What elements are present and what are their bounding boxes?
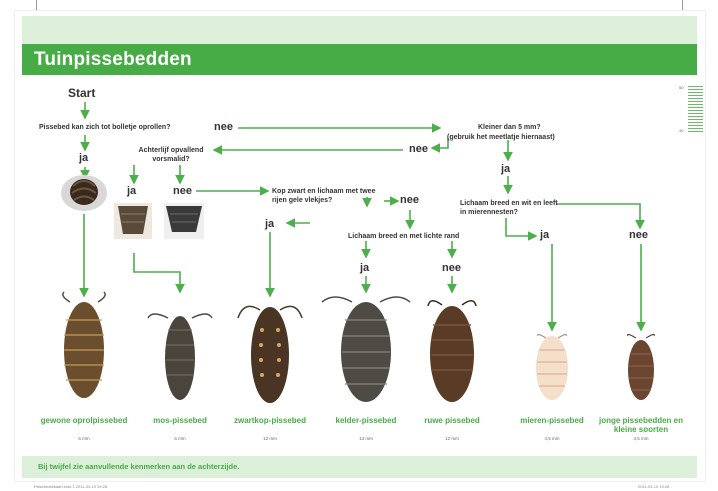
species-name-mieren: mieren-pissebed [507, 416, 597, 425]
print-info-left: Pissebedtekaart.indd 1 2011-03-10 19:28 [34, 484, 107, 489]
species-name-kelder: kelder-pissebed [321, 416, 411, 425]
species-body-mos [148, 314, 212, 400]
answer-nee-q5: nee [442, 262, 461, 274]
tail-photo-narrow [114, 203, 152, 239]
species-size-kelder: 13 mm [321, 436, 411, 441]
question-kleiner: Kleiner dan 5 mm? [478, 123, 541, 132]
answer-ja-q6: ja [540, 229, 549, 241]
arrow-to-mos [134, 253, 180, 292]
species-name-ruwe: ruwe pissebed [407, 416, 497, 425]
species-size-gewone: 6 mm [39, 436, 129, 441]
species-body-ruwe [428, 301, 476, 402]
arrow-q6-nee [556, 204, 640, 228]
arrow-q3-nee [432, 138, 448, 148]
footer-note: Bij twijfel zie aanvullende kenmerken aa… [38, 462, 239, 471]
species-name-jonge: jonge pissebedden en kleine soorten [596, 416, 686, 434]
species-size-jonge: 4,5 mm [596, 436, 686, 441]
question-kleiner-sub: (gebruik het meetlatje hiernaast) [447, 133, 555, 142]
answer-ja-q3: ja [501, 163, 510, 175]
question-achterlijf: Achterlijf opvallend vorsmalid? [125, 146, 217, 164]
answer-nee-q1: nee [214, 121, 233, 133]
answer-ja-q4: ja [265, 218, 274, 230]
species-size-mieren: 4,5 mm [507, 436, 597, 441]
question-oprollen: Pissebed kan zich tot bolletje oprollen? [39, 123, 170, 132]
question-lichaam-breed: Lichaam breed en met lichte rand [348, 232, 459, 241]
answer-nee-q4: nee [400, 194, 419, 206]
species-name-gewone: gewone oprolpissebed [39, 416, 129, 425]
species-size-zwartkop: 12 mm [225, 436, 315, 441]
answer-nee-q6: nee [629, 229, 648, 241]
species-size-ruwe: 12 mm [407, 436, 497, 441]
answer-ja-q5: ja [360, 262, 369, 274]
species-body-mieren [536, 334, 568, 400]
species-name-zwartkop: zwartkop-pissebed [225, 416, 315, 425]
question-mierennesten: Lichaam breed en wit en leeft in mierenn… [460, 199, 558, 217]
species-body-jonge [628, 334, 655, 400]
start-label: Start [68, 86, 95, 100]
arrow-q6-ja [506, 218, 536, 236]
rolled-woodlouse-photo [61, 175, 107, 211]
species-body-kelder [322, 297, 410, 402]
species-size-mos: 6 mm [135, 436, 225, 441]
question-kop-zwart: Kop zwart en lichaam met twee rijen gele… [272, 187, 388, 205]
answer-nee-q3: nee [409, 143, 428, 155]
tail-photo-wide [164, 203, 204, 239]
species-name-mos: mos-pissebed [135, 416, 225, 425]
answer-ja-q1: ja [79, 152, 88, 164]
print-info-right: 2011-03-10 19:28 [638, 484, 669, 489]
species-body-zwartkop [238, 306, 302, 403]
answer-ja-q2: ja [127, 185, 136, 197]
answer-nee-q2: nee [173, 185, 192, 197]
species-body-gewone [63, 292, 105, 398]
